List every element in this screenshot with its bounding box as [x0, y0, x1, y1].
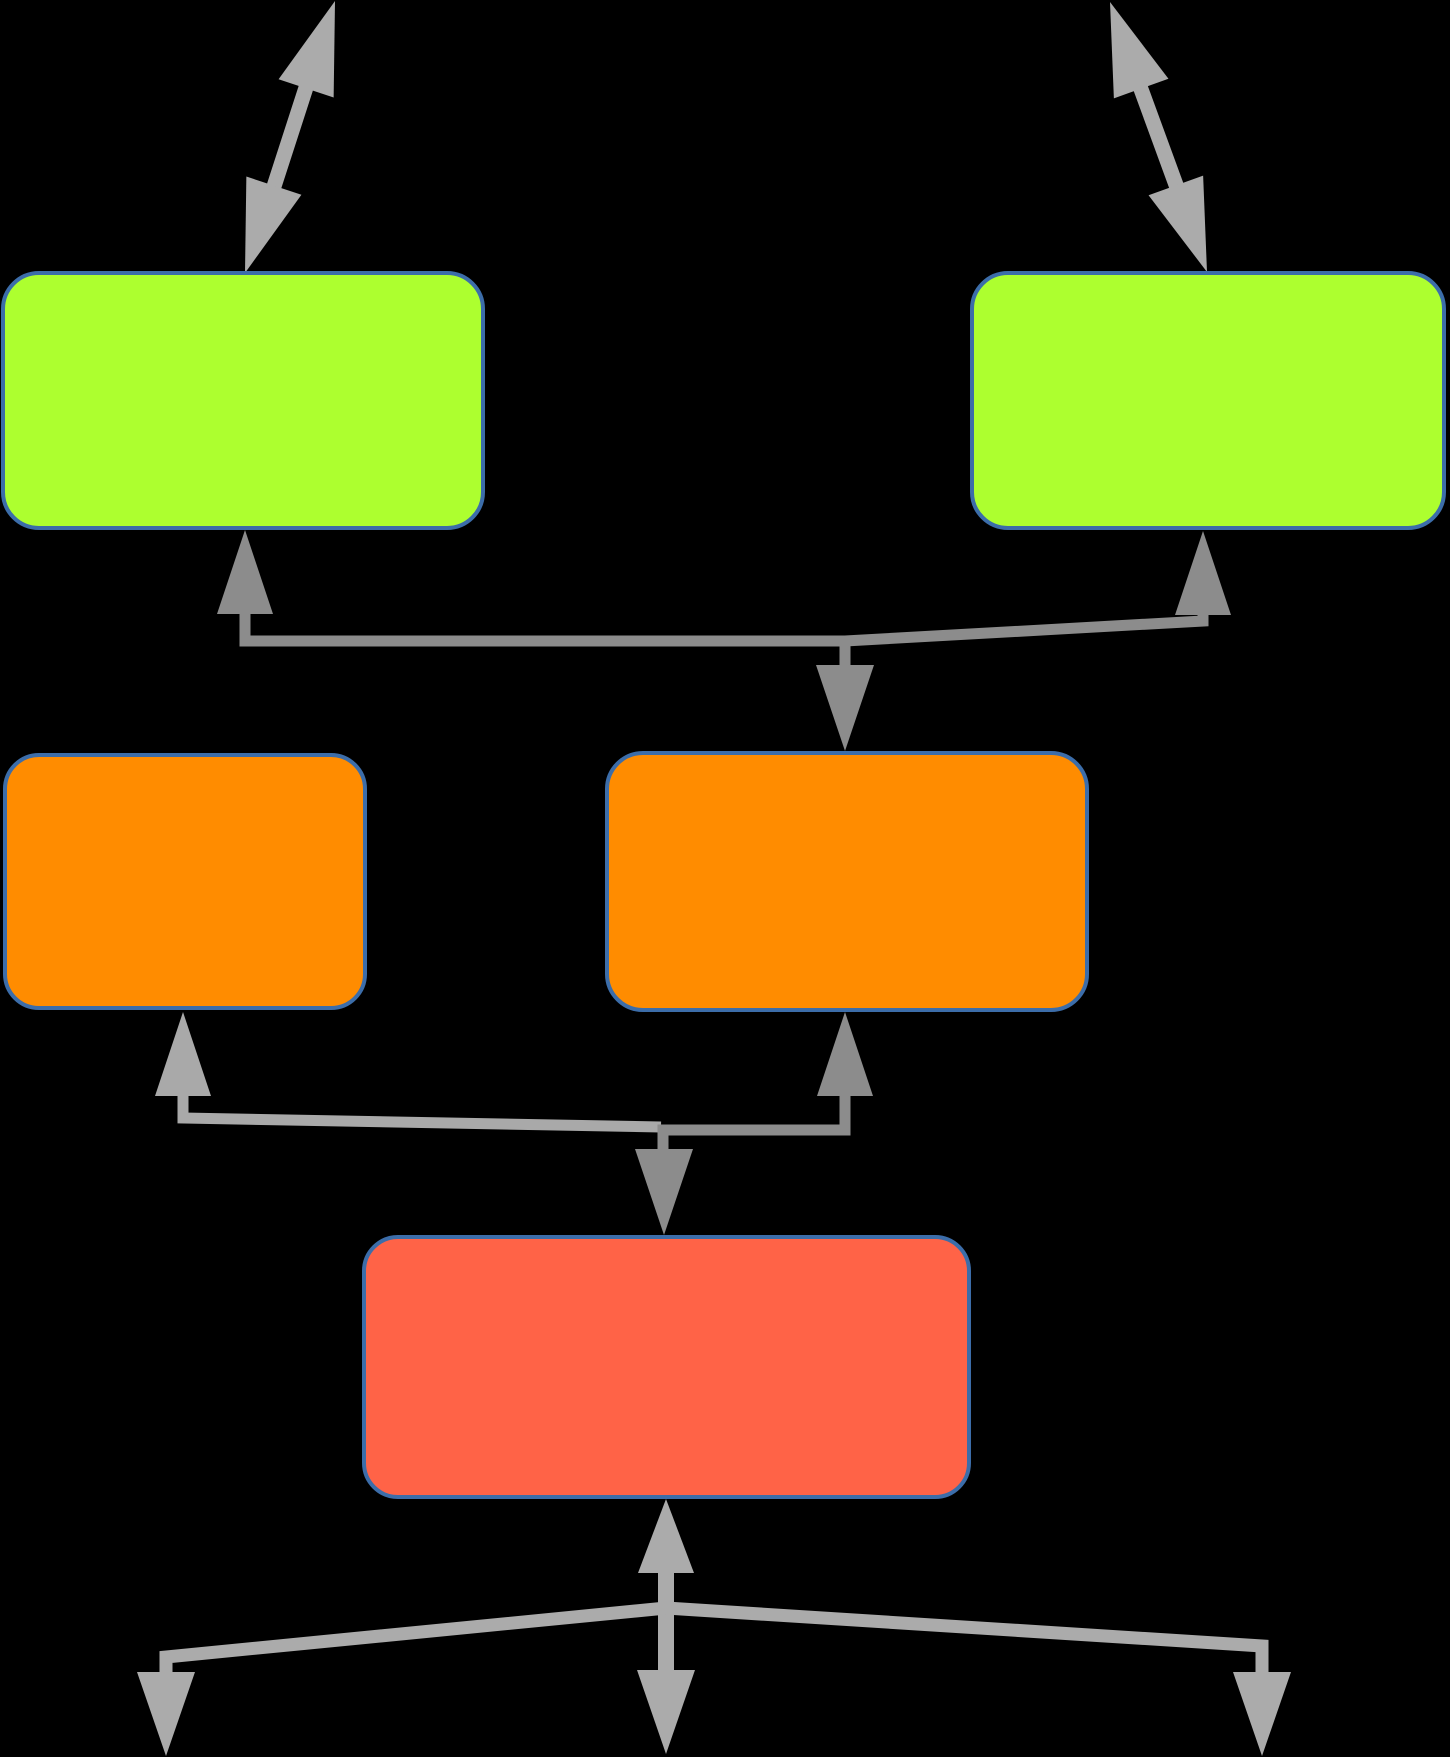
connector-orange-left: [155, 1012, 662, 1133]
connector-orange-left-line: [177, 1090, 662, 1133]
double-arrow-top-right-line: [1126, 67, 1191, 207]
double-arrow-top-left-arrowhead: [245, 176, 302, 273]
connector-green-row: [217, 530, 1231, 751]
connector-green-row-arrowhead: [1175, 531, 1231, 615]
connector-green-row-line: [239, 606, 1209, 647]
connector-orange-middle-to-red: [635, 1012, 873, 1235]
double-arrow-top-left-line: [260, 66, 320, 208]
node-green-right: [970, 271, 1446, 530]
connector-red-fanout-arrowhead: [137, 1672, 195, 1756]
node-green-left: [1, 271, 485, 530]
double-arrow-top-left-arrowhead: [278, 1, 335, 98]
connector-red-fanout-line: [159, 1601, 667, 1680]
node-orange-middle: [605, 751, 1089, 1012]
connector-orange-left-arrowhead: [155, 1012, 211, 1096]
connector-red-fanout-arrowhead: [637, 1670, 695, 1754]
double-arrow-top-right-arrowhead: [1110, 2, 1169, 99]
connector-orange-middle-to-red-arrowhead: [635, 1149, 693, 1235]
connector-red-fanout-arrowhead: [638, 1499, 694, 1573]
connector-orange-middle-to-red-arrowhead: [817, 1012, 873, 1096]
double-arrow-top-right-arrowhead: [1148, 175, 1207, 272]
node-orange-left: [3, 753, 367, 1010]
connector-red-fanout-line: [665, 1601, 1269, 1680]
double-arrow-top-right: [1110, 2, 1207, 272]
connector-green-row-arrowhead: [217, 530, 273, 614]
connector-orange-middle-to-red-line: [657, 1090, 851, 1158]
connector-red-fanout: [137, 1499, 1291, 1756]
node-red-bottom: [362, 1235, 971, 1499]
double-arrow-top-left: [245, 1, 335, 273]
connector-green-row-arrowhead: [816, 665, 874, 751]
connector-red-fanout-arrowhead: [1233, 1672, 1291, 1756]
